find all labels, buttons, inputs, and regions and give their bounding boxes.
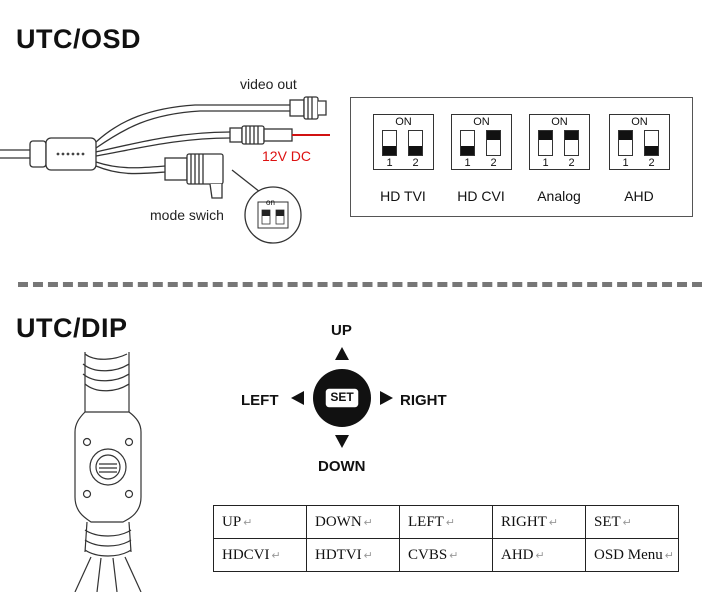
joystick-left-label: LEFT bbox=[241, 392, 279, 409]
mini-switch-on-label: on bbox=[266, 198, 275, 207]
arrow-left-icon bbox=[291, 391, 304, 405]
joystick-down-label: DOWN bbox=[318, 458, 366, 475]
switch-2 bbox=[408, 130, 423, 156]
table-cell: DOWN↵ bbox=[306, 505, 400, 539]
table-cell: CVBS↵ bbox=[399, 538, 493, 572]
table-row: HDCVI↵ HDTVI↵ CVBS↵ AHD↵ OSD Menu↵ bbox=[213, 538, 679, 572]
video-out-label: video out bbox=[240, 76, 297, 92]
switch-1-number: 1 bbox=[464, 157, 471, 169]
dip-switch-hd-cvi: ON 1 2 bbox=[451, 114, 512, 170]
switch-1 bbox=[460, 130, 475, 156]
on-label: ON bbox=[395, 116, 412, 128]
mode-label-analog: Analog bbox=[537, 188, 581, 204]
table-cell: SET↵ bbox=[585, 505, 679, 539]
switch-1 bbox=[538, 130, 553, 156]
table-cell: UP↵ bbox=[213, 505, 307, 539]
switch-2-number: 2 bbox=[412, 157, 419, 169]
mode-label-hd-tvi: HD TVI bbox=[380, 188, 426, 204]
dip-switch-analog: ON 1 2 bbox=[529, 114, 590, 170]
utc-osd-title: UTC/OSD bbox=[16, 24, 141, 54]
table-cell: AHD↵ bbox=[492, 538, 586, 572]
joystick-direction-diagram bbox=[291, 347, 393, 448]
switch-2-number: 2 bbox=[648, 157, 655, 169]
switch-2 bbox=[564, 130, 579, 156]
on-label: ON bbox=[473, 116, 490, 128]
joystick-set-label: SET bbox=[330, 390, 354, 404]
switch-2-number: 2 bbox=[490, 157, 497, 169]
switch-1 bbox=[618, 130, 633, 156]
switch-2 bbox=[644, 130, 659, 156]
switch-2 bbox=[486, 130, 501, 156]
arrow-up-icon bbox=[335, 347, 349, 360]
switch-1-number: 1 bbox=[542, 157, 549, 169]
dip-mode-panel: ON 1 2 HD TVI ON 1 2 HD CVI ON 1 2 Analo… bbox=[350, 97, 693, 217]
table-cell: LEFT↵ bbox=[399, 505, 493, 539]
switch-2-number: 2 bbox=[568, 157, 575, 169]
switch-1-number: 1 bbox=[622, 157, 629, 169]
table-cell: HDTVI↵ bbox=[306, 538, 400, 572]
switch-1 bbox=[382, 130, 397, 156]
on-label: ON bbox=[631, 116, 648, 128]
table-cell: RIGHT↵ bbox=[492, 505, 586, 539]
mode-switch-label: mode swich bbox=[150, 207, 224, 223]
dip-switch-ahd: ON 1 2 bbox=[609, 114, 670, 170]
table-cell: OSD Menu↵ bbox=[585, 538, 679, 572]
section-divider bbox=[18, 282, 702, 287]
table-row: UP↵ DOWN↵ LEFT↵ RIGHT↵ SET↵ bbox=[213, 505, 679, 539]
utc-dip-cable-illustration bbox=[74, 352, 142, 592]
mode-label-hd-cvi: HD CVI bbox=[457, 188, 505, 204]
utc-dip-title: UTC/DIP bbox=[16, 313, 128, 343]
dip-switch-hd-tvi: ON 1 2 bbox=[373, 114, 434, 170]
direction-function-table: UP↵ DOWN↵ LEFT↵ RIGHT↵ SET↵ HDCVI↵ HDTVI… bbox=[213, 505, 679, 572]
mode-label-ahd: AHD bbox=[624, 188, 654, 204]
arrow-right-icon bbox=[380, 391, 393, 405]
joystick-up-label: UP bbox=[331, 322, 352, 339]
arrow-down-icon bbox=[335, 435, 349, 448]
power-12v-label: 12V DC bbox=[262, 148, 312, 164]
table-cell: HDCVI↵ bbox=[213, 538, 307, 572]
switch-1-number: 1 bbox=[386, 157, 393, 169]
joystick-right-label: RIGHT bbox=[400, 392, 447, 409]
utc-osd-cable-illustration bbox=[0, 96, 330, 244]
on-label: ON bbox=[551, 116, 568, 128]
